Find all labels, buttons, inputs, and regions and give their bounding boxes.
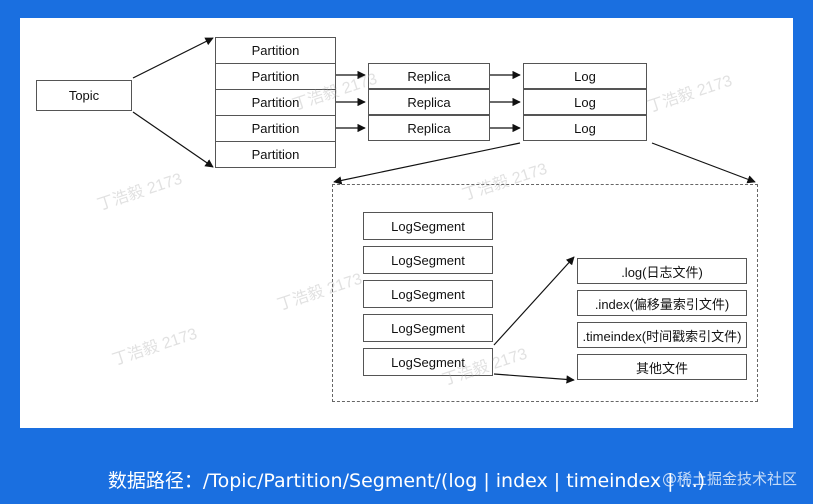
file-box-other: 其他文件 — [577, 354, 747, 380]
data-path-caption: 数据路径：/Topic/Partition/Segment/(log | ind… — [107, 470, 706, 492]
topic-box: Topic — [36, 80, 132, 111]
logsegment-box-1: LogSegment — [363, 212, 493, 240]
logsegment-box-2: LogSegment — [363, 246, 493, 274]
log-detail-region — [332, 184, 758, 402]
replica-box-3: Replica — [368, 115, 490, 141]
arrow-log-expand-left — [333, 142, 521, 185]
file-box-timeindex: .timeindex(时间戳索引文件) — [577, 322, 747, 348]
replica-box-2: Replica — [368, 89, 490, 115]
arrow-topic-partition-1 — [132, 37, 214, 79]
logsegment-box-5: LogSegment — [363, 348, 493, 376]
partition-box-1: Partition — [215, 37, 336, 64]
logsegment-box-3: LogSegment — [363, 280, 493, 308]
partition-box-5: Partition — [215, 141, 336, 168]
juejin-watermark: @稀土掘金技术社区 — [661, 470, 797, 488]
arrow-topic-partition-5 — [132, 111, 214, 168]
partition-box-4: Partition — [215, 115, 336, 142]
logsegment-box-4: LogSegment — [363, 314, 493, 342]
file-box-index: .index(偏移量索引文件) — [577, 290, 747, 316]
log-box-2: Log — [523, 89, 647, 115]
arrow-segment-file-bottom — [493, 373, 575, 384]
arrow-segment-file-top — [493, 256, 575, 346]
log-box-1: Log — [523, 63, 647, 89]
file-box-log: .log(日志文件) — [577, 258, 747, 284]
arrow-log-expand-right — [651, 142, 756, 184]
connector-lines — [132, 37, 756, 384]
diagram-panel: Topic Partition Partition Partition Part… — [20, 18, 793, 428]
replica-box-1: Replica — [368, 63, 490, 89]
partition-box-2: Partition — [215, 63, 336, 90]
log-box-3: Log — [523, 115, 647, 141]
